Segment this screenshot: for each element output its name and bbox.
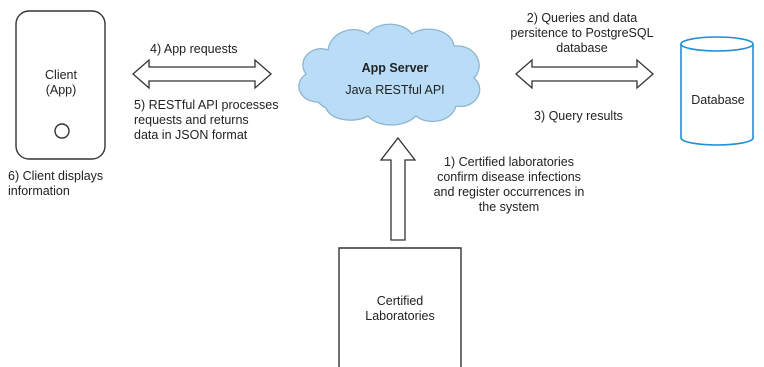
client-box [15, 10, 106, 160]
app-server-subtitle: Java RESTful API [345, 83, 445, 97]
app-server-title: App Server [361, 61, 429, 75]
client-server-double-arrow [132, 58, 272, 90]
database-label: Database [691, 93, 745, 107]
app-server-cloud [298, 23, 481, 126]
app-requests-annotation: 4) App requests [150, 42, 238, 56]
query-results-annotation: 3) Query results [534, 109, 623, 123]
server-database-double-arrow [515, 58, 654, 90]
laboratories-box [338, 247, 462, 367]
labs-to-server-up-arrow [379, 136, 417, 241]
database-cylinder [680, 36, 754, 146]
client-displays-annotation: 6) Client displays information [8, 169, 104, 198]
client-label: Client (App) [45, 68, 77, 97]
laboratories-label: Certified Laboratories [365, 294, 435, 323]
client-home-button-icon [54, 123, 70, 139]
labs-confirm-annotation: 1) Certified laboratories confirm diseas… [433, 155, 585, 214]
queries-persistence-annotation: 2) Queries and data persitence to Postgr… [510, 11, 654, 55]
restful-processes-annotation: 5) RESTful API processes requests and re… [134, 98, 279, 142]
